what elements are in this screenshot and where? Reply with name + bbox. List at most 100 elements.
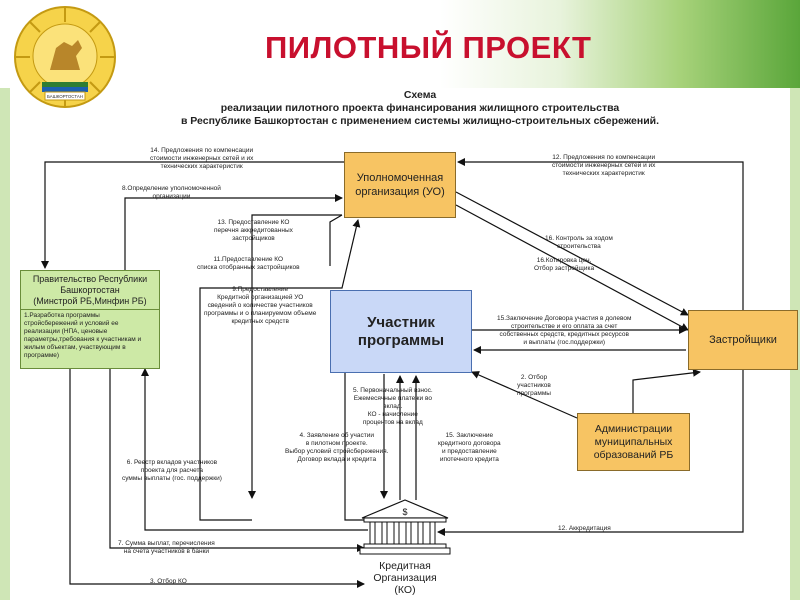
node-municipal-administrations: Администрации муниципальных образований … — [577, 413, 690, 471]
label-line: 5. Первоначальный взнос. — [353, 387, 433, 394]
edge-label-2: 2. Отбор участников программы — [517, 374, 551, 398]
label-line: ипотечного кредита — [439, 456, 499, 463]
label-line: и выплаты (гос.поддержки) — [523, 339, 606, 346]
svg-text:$: $ — [402, 507, 407, 517]
label-line: 7. Сумма выплат, перечисления — [118, 540, 215, 547]
edge-admin-zastr — [632, 368, 701, 413]
edge-label-14: 14. Предложения по компенсации стоимости… — [150, 147, 253, 171]
label-line: участников — [517, 382, 551, 389]
edge-label-13: 13. Предоставление КО перечня аккредитов… — [214, 219, 293, 243]
label-line: строительства — [557, 243, 601, 250]
label-line: 15. Заключение — [445, 432, 494, 439]
label-line: 4. Заявление об участии — [299, 432, 374, 439]
edge-label-16b: 16.Котировка цен, Отбор застройщика — [534, 257, 594, 273]
label-line: списка отобранных застройщиков — [197, 264, 300, 271]
label-line: 8.Определение уполномоченной — [122, 185, 221, 192]
edge-12b — [437, 370, 744, 536]
node-credit-organization: Кредитная Организация (КО) — [365, 560, 445, 596]
label-line: 12. Предложения по компенсации — [552, 154, 656, 161]
edge-2 — [471, 371, 578, 419]
edge-label-9: 9.Предоставление Кредитной организацией … — [204, 286, 316, 326]
note-line: жилым объектам, участвующим в — [24, 344, 126, 351]
label-line: Кредитной организацией УО — [217, 294, 304, 301]
edge-7 — [109, 369, 365, 552]
label-line: сведений о количестве участников — [207, 302, 313, 309]
label-line: 13. Предоставление КО — [217, 219, 290, 226]
label-line: Договор вклада и кредита — [297, 456, 377, 463]
label-line: кредитного договора — [438, 440, 501, 447]
label-line: 15.Заключение Договора участия в долевом — [497, 315, 632, 322]
note-line: 1.Разработка программы — [24, 312, 100, 319]
label-line: 6. Реестр вкладов участников — [126, 459, 218, 466]
node-line: Кредитная — [379, 560, 431, 572]
edge-label-5: 5. Первоначальный взнос. Ежемесячные пла… — [353, 387, 433, 427]
edge-label-16a: 16. Контроль за ходом строительства — [545, 235, 613, 251]
edge-13 — [248, 214, 342, 499]
label-line: вклад. — [383, 403, 403, 410]
page-title: ПИЛОТНЫЙ ПРОЕКТ — [265, 30, 592, 65]
label-line: собственных средств, кредитных ресурсов — [499, 331, 629, 338]
schema-title: Схема реализации пилотного проекта финан… — [140, 89, 700, 128]
label-line: стоимости инженерных сетей и их — [150, 155, 254, 162]
node-line: Правительство Республики — [32, 274, 148, 284]
label-line: проекта для расчета — [140, 467, 204, 474]
schema-title-line: реализации пилотного проекта финансирова… — [220, 102, 620, 114]
edge-16a — [455, 191, 689, 316]
label-line: строительстве и его оплата за счет — [511, 323, 618, 330]
label-line: технических характеристик — [562, 170, 645, 177]
edge-label-3: 3. Отбор КО — [150, 578, 187, 586]
edge-14 — [41, 161, 344, 269]
emblem-ribbon-text: БАШКОРТОСТАН — [47, 94, 83, 99]
node-developers: Застройщики — [688, 310, 798, 370]
node-line: организация (УО) — [355, 186, 445, 198]
note-line: стройсбережений и условий ее — [24, 320, 119, 327]
edge-label-12: 12. Предложения по компенсации стоимости… — [552, 154, 655, 178]
node-line: Организация — [373, 572, 437, 584]
node-government: Правительство Республики Башкортостан (М… — [20, 270, 160, 369]
label-line: стоимости инженерных сетей и их — [552, 162, 656, 169]
label-line: и предоставление — [441, 448, 497, 455]
edge-8 — [124, 194, 343, 270]
edge-label-12b: 12. Аккредитация — [558, 525, 611, 533]
node-line: муниципальных — [594, 435, 673, 448]
label-line: на счета участников в банки — [123, 548, 210, 555]
note-line: реализации (НПА, ценовые — [24, 328, 108, 335]
schema-title-line: Схема — [403, 89, 437, 101]
label-line: 16.Котировка цен, — [536, 257, 592, 264]
label-line: процентов на вклад — [362, 419, 423, 426]
note-line: параметры,требования к участникам и — [24, 336, 142, 343]
label-line: перечня аккредитованных — [214, 227, 293, 234]
edge-label-8: 8.Определение уполномоченной организации — [122, 185, 221, 201]
label-line: 12. Аккредитация — [558, 525, 611, 532]
node-line: (КО) — [394, 584, 416, 596]
node-line: Уполномоченная — [356, 172, 444, 184]
label-line: технических характеристик — [160, 163, 243, 170]
label-line: в пилотном проекте. — [305, 440, 368, 447]
node-line: образований РБ — [593, 448, 674, 461]
edge-3 — [69, 369, 365, 588]
bank-building-icon: $ — [359, 499, 451, 555]
edge-label-4: 4. Заявление об участии в пилотном проек… — [285, 432, 388, 464]
label-line: программы и о планируемом объеме — [204, 310, 317, 317]
label-line: 3. Отбор КО — [150, 578, 187, 585]
label-line: Ежемесячные платежи во — [353, 395, 432, 402]
label-line: кредитных средств — [231, 318, 289, 325]
label-line: КО - начисление — [367, 411, 418, 418]
edge-12 — [457, 158, 744, 310]
label-line: 9.Предоставление — [232, 286, 289, 293]
node-line: (Минстрой РБ,Минфин РБ) — [33, 296, 147, 306]
label-line: организации — [152, 193, 191, 200]
node-program-participant: Участник программы — [330, 290, 472, 373]
node-line: Участник — [367, 313, 435, 331]
edge-label-15b: 15. Заключение кредитного договора и пре… — [438, 432, 501, 464]
label-line: 16. Контроль за ходом — [545, 235, 613, 242]
label-line: застройщиков — [232, 235, 275, 242]
edge-label-6: 6. Реестр вкладов участников проекта для… — [122, 459, 222, 483]
node-line: Администрации — [594, 422, 673, 435]
edge-16b — [455, 204, 689, 331]
node-line: Башкортостан — [60, 285, 120, 295]
edge-6 — [141, 368, 368, 531]
label-line: программы — [517, 390, 551, 397]
label-line: 14. Предложения по компенсации — [150, 147, 254, 154]
